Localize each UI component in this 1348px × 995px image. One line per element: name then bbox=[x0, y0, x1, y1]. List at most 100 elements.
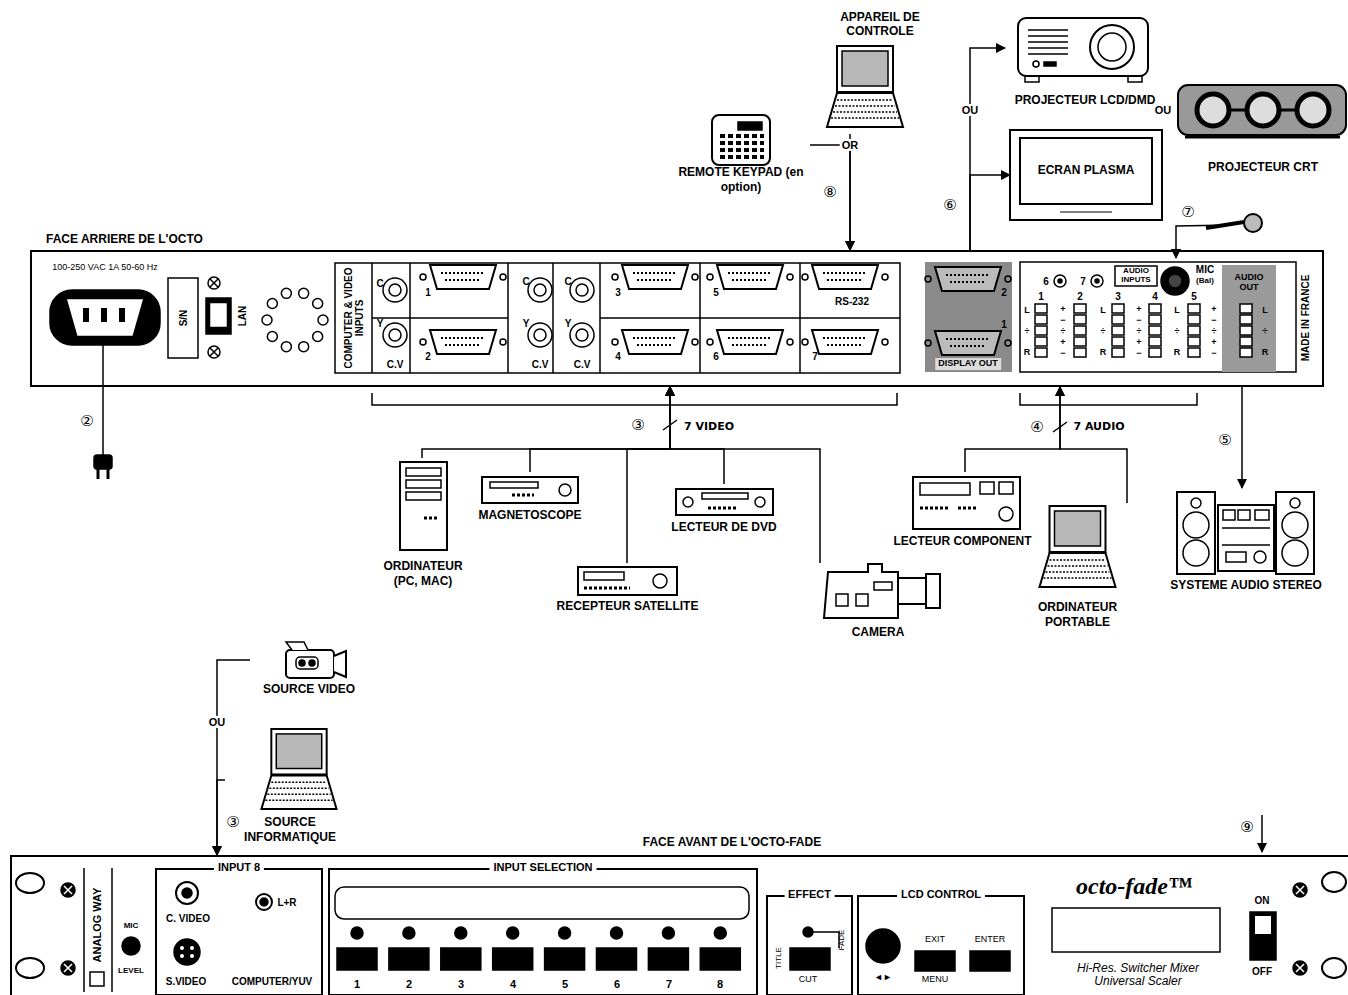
terminal bbox=[1188, 337, 1200, 346]
vga-screw bbox=[925, 340, 931, 346]
input-button bbox=[389, 948, 429, 970]
vga-connector bbox=[717, 330, 783, 354]
panel-label: 3 bbox=[615, 287, 621, 298]
callout-number: ③ bbox=[226, 814, 239, 831]
fan-hole bbox=[267, 331, 277, 341]
panel-label: EXIT bbox=[925, 935, 945, 945]
device-label: SOURCE INFORMATIQUE bbox=[225, 815, 355, 844]
input-button bbox=[545, 948, 585, 970]
vga-pins bbox=[728, 273, 772, 280]
panel-label: 2 bbox=[406, 978, 412, 990]
callout-number: ② bbox=[80, 413, 93, 430]
panel-label: L+R bbox=[277, 897, 296, 908]
panel-heading: LCD CONTROL bbox=[897, 888, 985, 901]
callout-number: ④ bbox=[1030, 419, 1043, 436]
terminal bbox=[1240, 348, 1252, 357]
led bbox=[714, 927, 726, 939]
led bbox=[455, 927, 467, 939]
vga-connector bbox=[935, 267, 1001, 291]
vga-screw bbox=[612, 274, 618, 280]
panel-label: + − ÷ + − bbox=[1059, 304, 1067, 359]
device-label: CAMERA bbox=[852, 625, 905, 639]
panel-label: 4 bbox=[615, 351, 621, 362]
device-box: MAGNETOSCOPE bbox=[472, 472, 588, 522]
panel-label: L ÷ R bbox=[1023, 300, 1031, 363]
panel-label: 5 bbox=[1191, 291, 1197, 302]
vga-pins bbox=[946, 275, 990, 282]
device-label: ORDINATEUR (PC, MAC) bbox=[373, 559, 473, 588]
vga-connector bbox=[717, 265, 783, 289]
terminal bbox=[1240, 315, 1252, 324]
device-label: ORDINATEUR PORTABLE bbox=[1017, 600, 1138, 629]
panel-label: 6 bbox=[713, 351, 719, 362]
device-label: LECTEUR COMPONENT bbox=[894, 534, 1032, 548]
panel-label: C.V bbox=[532, 359, 549, 370]
device-label: SYSTEME AUDIO STEREO bbox=[1170, 578, 1322, 592]
connector bbox=[1060, 387, 1127, 503]
panel-label: + − ÷ + − bbox=[1135, 304, 1143, 359]
panel-label: RS-232 bbox=[835, 296, 869, 307]
vga-pins bbox=[441, 338, 485, 345]
device-box: ORDINATEUR PORTABLE bbox=[1017, 503, 1138, 629]
panel-label: MIC bbox=[1196, 264, 1214, 275]
connector bbox=[849, 134, 851, 250]
terminal bbox=[1035, 315, 1047, 324]
fan-hole bbox=[318, 315, 328, 325]
terminal bbox=[1074, 337, 1086, 346]
panel-label: LAN bbox=[237, 306, 248, 327]
connector bbox=[627, 387, 670, 563]
panel-label: ON bbox=[1255, 895, 1270, 906]
terminal bbox=[1035, 304, 1047, 313]
vga-screw bbox=[612, 339, 618, 345]
vga-pins bbox=[728, 338, 772, 345]
panel-label: S.VIDEO bbox=[166, 976, 207, 987]
terminal bbox=[1149, 315, 1161, 324]
vga-screw bbox=[787, 274, 793, 280]
terminal bbox=[1188, 348, 1200, 357]
device-label: PROJECTEUR LCD/DMD bbox=[1015, 93, 1156, 107]
callout-number: ⑥ bbox=[943, 197, 956, 214]
device-box: REMOTE KEYPAD (en option) bbox=[672, 110, 810, 194]
connector bbox=[970, 48, 1005, 250]
panel-label: 1 bbox=[425, 287, 431, 298]
panel-label: 100-250 VAC 1A 50-60 Hz bbox=[52, 263, 157, 273]
terminal bbox=[1074, 315, 1086, 324]
fan-hole bbox=[262, 315, 272, 325]
panel-label: 2 bbox=[1001, 287, 1007, 298]
panel-label: S/N bbox=[178, 310, 189, 327]
device-label: SOURCE VIDEO bbox=[263, 682, 355, 696]
terminal bbox=[1112, 326, 1124, 335]
input-button bbox=[337, 948, 377, 970]
device-box: SYSTEME AUDIO STEREO bbox=[1163, 488, 1329, 592]
panel-label: 5 bbox=[713, 287, 719, 298]
panel-label: 2 bbox=[1077, 291, 1083, 302]
callout-number: ⑧ bbox=[823, 184, 836, 201]
panel-label: TITLE bbox=[775, 947, 784, 969]
panel-label: (Bal) bbox=[1196, 277, 1214, 286]
connector bbox=[217, 660, 250, 855]
panel-label: 3 bbox=[458, 978, 464, 990]
vga-screw bbox=[500, 274, 506, 280]
panel-label: 2 bbox=[425, 351, 431, 362]
fan-hole bbox=[281, 288, 291, 298]
fan-hole bbox=[299, 288, 309, 298]
connector bbox=[670, 387, 820, 563]
panel-label: FADE bbox=[838, 930, 847, 951]
terminal bbox=[1035, 337, 1047, 346]
device-label: LECTEUR DE DVD bbox=[671, 520, 776, 534]
panel-label: DISPLAY OUT bbox=[935, 358, 1001, 370]
vga-screw bbox=[692, 274, 698, 280]
terminal bbox=[1074, 348, 1086, 357]
device-label: PROJECTEUR CRT bbox=[1208, 160, 1318, 174]
panel-label: 1 bbox=[1001, 319, 1007, 330]
panel-label: 6 bbox=[1043, 276, 1049, 287]
panel-label: 4 bbox=[1152, 291, 1158, 302]
vga-connector bbox=[935, 331, 1001, 355]
connector bbox=[670, 387, 724, 484]
device-box: LECTEUR COMPONENT bbox=[885, 472, 1040, 548]
panel-label: ENTER bbox=[975, 935, 1006, 945]
led bbox=[611, 927, 623, 939]
panel-label: 5 bbox=[562, 978, 568, 990]
terminal bbox=[1149, 337, 1161, 346]
